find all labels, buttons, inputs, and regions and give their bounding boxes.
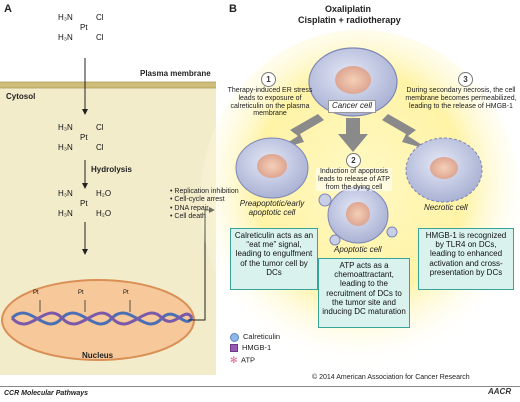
chem-h2o-1: H₂O <box>96 189 112 198</box>
step2-text: Induction of apoptosis leads to release … <box>316 168 392 192</box>
chem-cl-3: Cl <box>96 123 104 132</box>
chem-cl-2: Cl <box>96 33 104 42</box>
panel-a-label: A <box>4 3 12 15</box>
chem-cl-4: Cl <box>96 143 104 152</box>
chem-pt-1: Pt <box>80 23 88 32</box>
copyright-text: © 2014 American Association for Cancer R… <box>312 374 470 381</box>
preapoptotic-label: Preapoptotic/early apoptotic cell <box>239 199 305 217</box>
footer-bar <box>0 386 520 402</box>
footer-journal: CCR Molecular Pathways <box>4 390 89 397</box>
plasma-membrane <box>0 82 216 88</box>
treatment-line2: Cisplatin + radiotherapy <box>298 15 401 25</box>
effect-item: • Replication inhibition <box>170 188 239 195</box>
aacr-logo: AACR <box>488 387 512 396</box>
step3-number: 3 <box>458 72 473 87</box>
atp-icon: ✻ <box>230 354 238 365</box>
calreticulin-box: Calreticulin acts as an “eat me” signal,… <box>230 228 318 290</box>
chem-h3n-1: H₃N <box>58 13 73 22</box>
necrotic-label: Necrotic cell <box>424 203 468 212</box>
adduct-pt-3: Pt <box>123 290 129 296</box>
treatment-line1: Oxaliplatin <box>325 4 372 14</box>
adduct-pt-2: Pt <box>78 290 84 296</box>
effects-list: • Replication inhibition • Cell-cycle ar… <box>170 188 239 222</box>
calreticulin-icon <box>230 332 239 342</box>
effect-item: • DNA repair <box>170 204 209 212</box>
arrow-left <box>276 114 324 150</box>
step1-text: Therapy-induced ER stress leads to expos… <box>227 87 313 118</box>
hmgb1-box: HMGB-1 is recognized by TLR4 on DCs, lea… <box>418 228 514 290</box>
chem-h3n-6: H₃N <box>58 209 73 218</box>
apoptotic-label: Apoptotic cell <box>334 245 382 254</box>
chem-pt-2: Pt <box>80 133 88 142</box>
cancer-cell-label: Cancer cell <box>328 100 377 113</box>
adduct-pt-1: Pt <box>33 290 39 296</box>
step3-text: During secondary necrosis, the cell memb… <box>405 87 517 110</box>
cytosol-label: Cytosol <box>6 92 36 101</box>
effect-item: • Cell-cycle arrest <box>170 196 225 204</box>
step1-number: 1 <box>261 72 276 87</box>
chem-cl-1: Cl <box>96 13 104 22</box>
legend-item-hmgb1: HMGB-1 <box>230 343 280 354</box>
chem-h3n-4: H₃N <box>58 143 73 152</box>
legend-item-calreticulin: Calreticulin <box>230 332 280 343</box>
chem-pt-3: Pt <box>80 199 88 208</box>
arrow-down <box>338 118 368 152</box>
hmgb1-icon <box>230 343 238 352</box>
plasma-membrane-label: Plasma membrane <box>140 69 211 78</box>
legend-item-atp: ✻ATP <box>230 354 280 367</box>
arrow-right <box>382 114 430 150</box>
legend: Calreticulin HMGB-1 ✻ATP <box>230 332 280 367</box>
step2-number: 2 <box>346 153 361 168</box>
chem-h3n-5: H₃N <box>58 189 73 198</box>
panel-b-label: B <box>229 3 237 15</box>
effect-item: • Cell death <box>170 213 206 221</box>
atp-box: ATP acts as a chemoattractant, leading t… <box>318 258 410 328</box>
hydrolysis-label: Hydrolysis <box>91 165 132 174</box>
chem-h2o-2: H₂O <box>96 209 112 218</box>
chem-h3n-3: H₃N <box>58 123 73 132</box>
nucleus-label: Nucleus <box>82 351 114 360</box>
chem-h3n-2: H₃N <box>58 33 73 42</box>
